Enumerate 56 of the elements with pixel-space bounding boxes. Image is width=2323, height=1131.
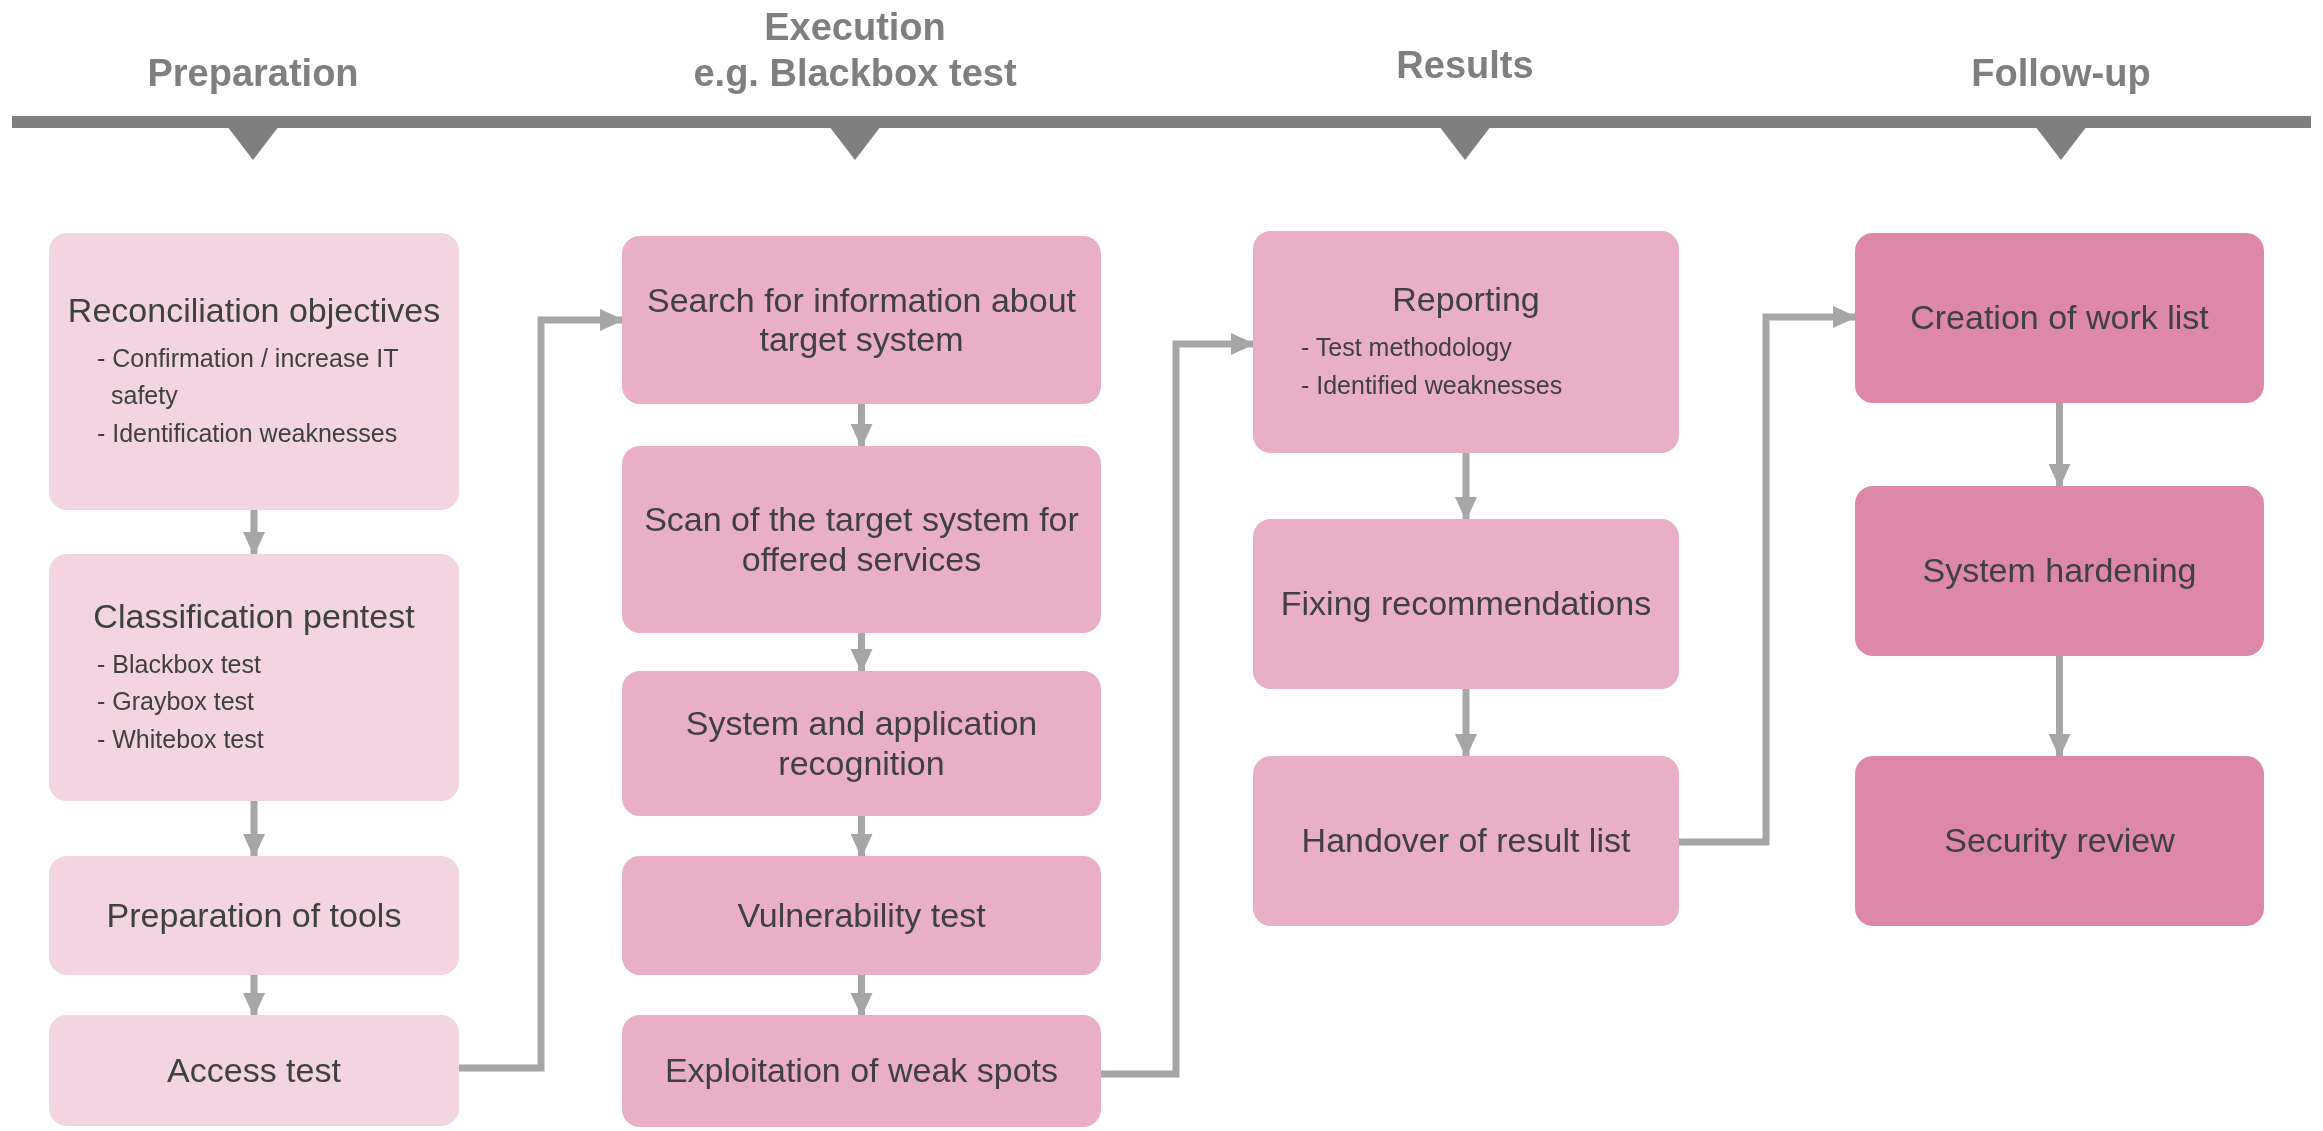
step-detail: - Whitebox test — [96, 723, 265, 755]
arrow — [2048, 656, 2071, 758]
process-box — [1253, 519, 1679, 689]
phase-heading: e.g. Blackbox test — [693, 52, 1017, 95]
step-title: Creation of work list — [1910, 298, 2209, 338]
process-box — [622, 856, 1101, 975]
step-title: Exploitation of weak spots — [664, 1051, 1059, 1091]
process-box — [49, 233, 459, 510]
step-detail: - Identified weaknesses — [1300, 369, 1564, 401]
arrow — [850, 633, 873, 673]
phase-heading: Execution — [764, 6, 946, 49]
step-title: Search for information about target system — [646, 280, 1077, 360]
step-title: Handover of result list — [1301, 821, 1631, 861]
process-box — [622, 671, 1101, 816]
step-title: System and application recognition — [684, 704, 1039, 783]
step-title: Preparation of tools — [106, 895, 402, 936]
process-box — [1253, 231, 1679, 453]
step-title: Reporting — [1392, 279, 1540, 320]
process-box — [622, 1015, 1101, 1127]
phase-heading: Preparation — [147, 52, 359, 95]
arrow — [1455, 689, 1477, 758]
step-title: Classification pentest — [93, 596, 415, 636]
phase-heading: Results — [1396, 44, 1534, 87]
arrow — [1679, 306, 1857, 846]
process-box — [1855, 233, 2264, 403]
step-title: System hardening — [1922, 551, 2197, 591]
process-box — [1855, 756, 2264, 926]
step-detail: - Test methodology — [1300, 332, 1513, 364]
arrow — [850, 816, 873, 858]
step-detail: - Identification weaknesses — [96, 417, 399, 449]
arrow — [243, 801, 265, 858]
arrow — [243, 510, 265, 556]
arrow — [850, 975, 873, 1017]
arrow — [459, 309, 624, 1072]
process-box — [49, 856, 459, 975]
step-title: Security review — [1944, 821, 2175, 861]
arrow — [1455, 453, 1477, 521]
process-box — [49, 554, 459, 801]
arrow — [2048, 403, 2071, 488]
process-box — [1253, 756, 1679, 926]
arrow — [850, 404, 873, 448]
step-title: Fixing recommendations — [1280, 584, 1652, 624]
step-detail: - Blackbox test — [96, 648, 262, 680]
arrow — [243, 975, 265, 1017]
phase-heading: Follow-up — [1971, 52, 2151, 95]
process-box — [1855, 486, 2264, 656]
step-title: Reconciliation objectives — [67, 290, 441, 330]
process-box — [622, 446, 1101, 633]
step-title: Vulnerability test — [737, 895, 986, 936]
step-detail: - Graybox test — [96, 686, 255, 718]
step-title: Scan of the target system for offered services — [643, 500, 1080, 579]
step-title: Access test — [167, 1050, 341, 1091]
process-box — [49, 1015, 459, 1126]
arrow — [1101, 333, 1255, 1078]
step-detail: - Confirmation / increase IT safety — [96, 342, 400, 412]
process-box — [622, 236, 1101, 404]
